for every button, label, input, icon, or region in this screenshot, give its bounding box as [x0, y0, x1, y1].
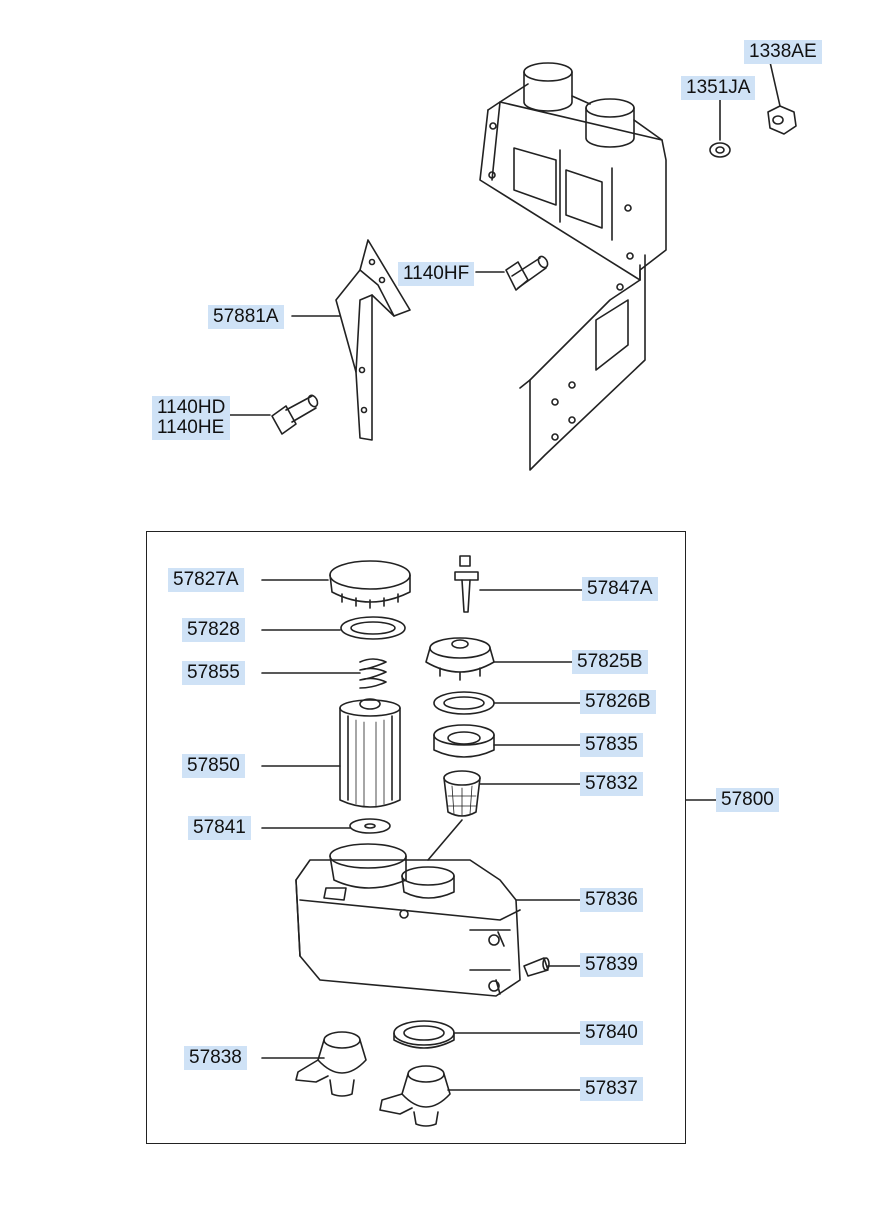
- reservoir-57836-drawing: [295, 843, 521, 997]
- bolt-1140HF-drawing: [505, 255, 549, 291]
- bolt-1140HD-drawing: [271, 394, 319, 435]
- label-57847A: 57847A: [582, 577, 658, 601]
- label-57800: 57800: [716, 788, 779, 812]
- label-1351JA: 1351JA: [681, 76, 756, 100]
- label-57841: 57841: [188, 816, 251, 840]
- label-57850: 57850: [182, 754, 245, 778]
- cap-57825B-drawing: [425, 637, 495, 681]
- label-57840: 57840: [580, 1021, 643, 1045]
- packing-57828-drawing: [340, 616, 406, 640]
- washer-1351JA-drawing: [709, 142, 731, 158]
- mounting-bracket-drawing: [479, 62, 667, 471]
- label-1140HD: 1140HD: [157, 397, 226, 418]
- fitting-57837-drawing: [379, 1065, 451, 1127]
- cap-57827A-drawing: [329, 560, 411, 609]
- label-57826B: 57826B: [580, 690, 656, 714]
- plug-57839-drawing: [523, 957, 550, 977]
- label-1140HE: 1140HE: [157, 417, 225, 438]
- label-57827A: 57827A: [168, 568, 244, 592]
- label-57828: 57828: [182, 618, 245, 642]
- label-1140HD-1140HE: 1140HD 1140HE: [152, 396, 231, 440]
- fitting-57838-drawing: [295, 1031, 367, 1097]
- label-57825B: 57825B: [572, 650, 648, 674]
- label-57832: 57832: [580, 772, 643, 796]
- spring-57855-drawing: [359, 658, 387, 689]
- reservoir-assembly-frame: [146, 531, 686, 1144]
- label-57835: 57835: [580, 733, 643, 757]
- cap-57835-drawing: [433, 724, 495, 758]
- filter-57850-drawing: [339, 698, 401, 808]
- sensor-57847A-drawing: [454, 555, 479, 613]
- label-57838: 57838: [184, 1046, 247, 1070]
- label-57855: 57855: [182, 661, 245, 685]
- label-57881A: 57881A: [208, 305, 284, 329]
- label-57837: 57837: [580, 1077, 643, 1101]
- plate-57841-drawing: [349, 818, 391, 834]
- label-1140HF: 1140HF: [398, 262, 475, 286]
- label-1338AE: 1338AE: [744, 40, 822, 64]
- nut-1338AE-drawing: [767, 105, 797, 135]
- label-57836: 57836: [580, 888, 643, 912]
- small-bracket-drawing: [335, 239, 411, 441]
- label-57839: 57839: [580, 953, 643, 977]
- strainer-57832-drawing: [443, 770, 481, 817]
